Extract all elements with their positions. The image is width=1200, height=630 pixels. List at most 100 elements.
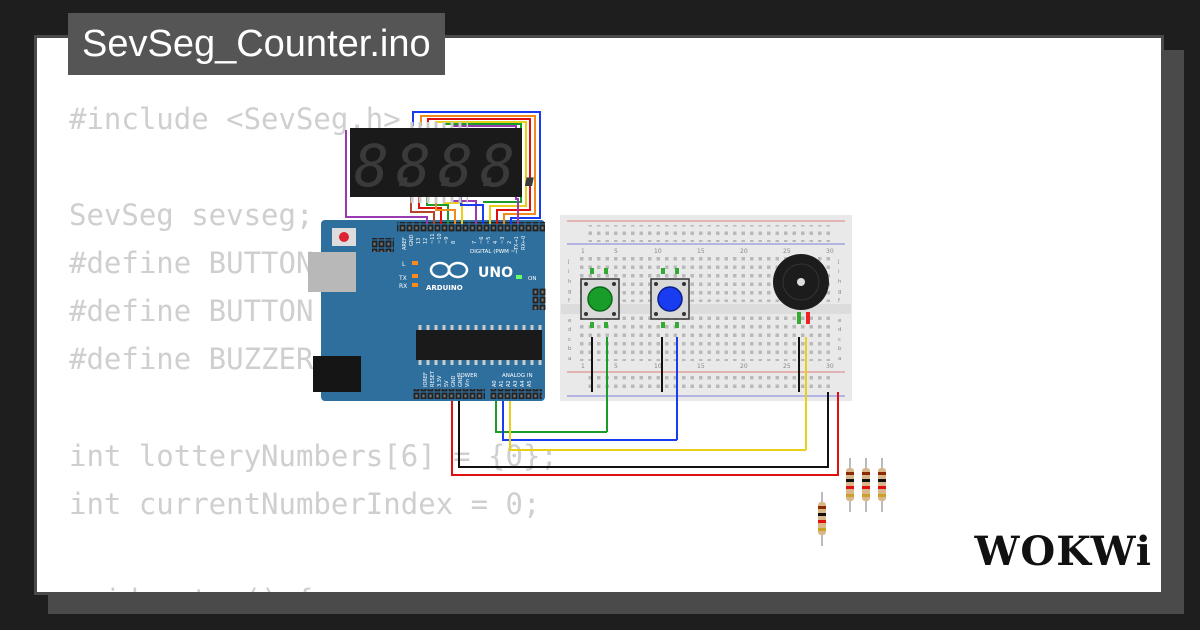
icsp-header-1	[372, 238, 394, 252]
svg-text:5: 5	[614, 363, 618, 370]
digital-label: DIGITAL (PWM ~)	[470, 249, 517, 255]
wokwi-logo: WOKWi	[974, 528, 1152, 575]
svg-text:1: 1	[581, 248, 585, 255]
svg-text:d: d	[568, 327, 572, 333]
svg-text:7: 7	[472, 241, 478, 244]
svg-text:~11: ~11	[430, 233, 436, 244]
svg-text:TX→1: TX→1	[514, 236, 520, 251]
svg-text:A3: A3	[513, 380, 519, 387]
svg-text:i: i	[568, 269, 570, 275]
analog-label: ANALOG IN	[502, 373, 533, 379]
svg-text:j: j	[567, 259, 570, 265]
svg-text:GND: GND	[409, 234, 415, 246]
digital-header[interactable]	[397, 222, 545, 232]
svg-text:~3: ~3	[500, 237, 506, 244]
column-numbers-bottom: 1 5 10 15 20 25 30	[581, 363, 834, 370]
arduino-uno[interactable]: UNO ARDUINO DIGITAL (PWM ~) ANALOG IN PO…	[308, 220, 546, 401]
svg-text:A0: A0	[492, 380, 498, 387]
on-label: ON	[528, 276, 536, 282]
resistor-icon[interactable]	[862, 458, 870, 512]
pushbutton-blue[interactable]	[650, 268, 690, 328]
seven-segment-display[interactable]: 8. 8. 8. 8.	[350, 122, 550, 203]
svg-text:~9: ~9	[444, 237, 450, 244]
svg-text:f: f	[838, 298, 841, 304]
svg-text:5V: 5V	[444, 380, 450, 387]
svg-text:GND: GND	[458, 375, 464, 387]
svg-text:~6: ~6	[479, 237, 485, 244]
svg-text:AREF: AREF	[402, 237, 408, 250]
svg-text:f: f	[568, 298, 571, 304]
analog-header[interactable]	[490, 389, 542, 399]
led-label-tx: TX	[398, 275, 407, 282]
svg-text:30: 30	[826, 248, 834, 255]
display-digit-4: 8.	[480, 132, 550, 200]
display-digit-3: 8.	[438, 132, 508, 200]
led-label-l: L	[402, 261, 406, 268]
svg-text:GND: GND	[451, 375, 457, 387]
svg-text:15: 15	[697, 363, 705, 370]
center-channel	[561, 304, 851, 314]
svg-text:20: 20	[740, 363, 748, 370]
brand-label: ARDUINO	[426, 284, 463, 292]
svg-text:~10: ~10	[437, 233, 443, 244]
atmega-chip	[416, 330, 542, 360]
svg-text:10: 10	[654, 363, 662, 370]
svg-text:g: g	[568, 289, 572, 295]
svg-text:13: 13	[416, 238, 422, 244]
svg-text:RESET: RESET	[430, 370, 436, 387]
svg-text:e: e	[838, 318, 842, 324]
power-rail-bottom[interactable]	[585, 376, 835, 393]
svg-text:4: 4	[493, 241, 499, 244]
svg-text:IOREF: IOREF	[423, 372, 429, 387]
icsp-header-2	[532, 288, 546, 310]
svg-text:30: 30	[826, 363, 834, 370]
display-digit-2: 8.	[396, 132, 466, 200]
code-background: #include <SevSeg.h> SevSeg sevseg; #defi…	[69, 102, 558, 592]
resistors[interactable]	[818, 458, 886, 546]
pushbutton-green[interactable]	[580, 268, 620, 328]
svg-text:25: 25	[783, 248, 791, 255]
sketch-title: SevSeg_Counter.ino	[68, 13, 445, 75]
board-name: UNO	[478, 265, 513, 281]
power-jack	[313, 356, 361, 392]
svg-text:a: a	[568, 356, 571, 362]
resistor-icon[interactable]	[846, 458, 854, 512]
column-numbers-top: 1 5 10 15 20 25 30	[581, 248, 834, 255]
svg-text:1: 1	[581, 363, 585, 370]
power-header[interactable]	[413, 389, 485, 399]
svg-text:h: h	[568, 279, 572, 285]
svg-text:~5: ~5	[486, 237, 492, 244]
svg-text:12: 12	[423, 238, 429, 244]
svg-text:d: d	[838, 327, 842, 333]
svg-text:j: j	[837, 259, 840, 265]
svg-text:b: b	[568, 346, 572, 352]
svg-text:A1: A1	[499, 380, 505, 387]
display-digit-1: 8.	[354, 132, 424, 200]
usb-port	[308, 252, 356, 292]
svg-text:Vin: Vin	[465, 379, 471, 387]
svg-text:c: c	[568, 337, 571, 343]
terminal-strip-bottom[interactable]	[575, 316, 835, 361]
arduino-logo	[429, 261, 469, 279]
svg-text:2: 2	[507, 241, 513, 244]
power-label: POWER	[457, 373, 478, 379]
svg-text:20: 20	[740, 248, 748, 255]
svg-text:3.3V: 3.3V	[437, 375, 443, 387]
power-rail-top[interactable]	[585, 225, 835, 242]
svg-text:c: c	[838, 337, 841, 343]
buzzer[interactable]	[773, 254, 829, 324]
svg-text:25: 25	[783, 363, 791, 370]
resistor-icon[interactable]	[878, 458, 886, 512]
svg-text:A2: A2	[506, 380, 512, 387]
svg-text:15: 15	[697, 248, 705, 255]
svg-text:b: b	[838, 346, 842, 352]
svg-text:10: 10	[654, 248, 662, 255]
svg-text:h: h	[838, 279, 842, 285]
breadboard-wires	[451, 337, 839, 476]
svg-text:a: a	[838, 356, 841, 362]
svg-text:A5: A5	[527, 380, 533, 387]
resistor-icon[interactable]	[818, 492, 826, 546]
led-label-rx: RX	[399, 283, 407, 290]
svg-text:8: 8	[451, 241, 457, 244]
